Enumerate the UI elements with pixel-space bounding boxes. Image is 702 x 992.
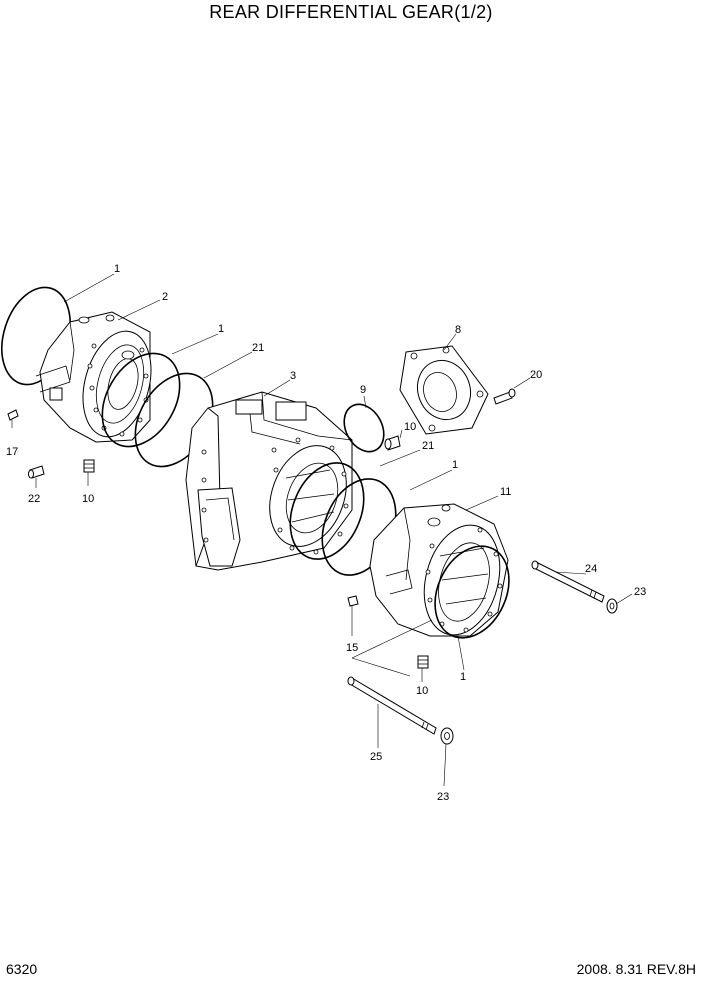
callout-label: 23 <box>437 791 449 803</box>
callout-label: 9 <box>360 384 366 396</box>
callout-label: 22 <box>28 493 40 505</box>
plug-10-left <box>83 459 95 473</box>
cover-plate <box>399 345 489 435</box>
plug-22 <box>28 465 45 479</box>
o-ring-right-inner <box>289 462 365 560</box>
callout-label: 2 <box>162 291 168 303</box>
callout-label: 1 <box>218 323 224 335</box>
page-title: REAR DIFFERENTIAL GEAR(1/2) <box>209 2 493 22</box>
callout-label: 15 <box>346 642 358 654</box>
bolt-cover <box>493 388 516 405</box>
stud-upper <box>531 560 605 603</box>
stud-lower <box>347 676 437 735</box>
center-housing <box>185 391 353 571</box>
callout-label: 21 <box>252 342 264 354</box>
callout-label: 10 <box>82 493 94 505</box>
callout-label: 3 <box>290 370 296 382</box>
plug-17 <box>7 409 19 421</box>
callout-label: 1 <box>114 263 120 275</box>
callout-label: 10 <box>416 685 428 697</box>
callout-label: 8 <box>455 324 461 336</box>
nut-upper <box>606 598 618 614</box>
plug-bottom <box>417 655 429 669</box>
o-ring-cover <box>343 403 385 453</box>
callout-label: 24 <box>585 563 597 575</box>
nut-lower <box>440 727 454 745</box>
o-ring-right-outer <box>434 545 510 639</box>
o-ring-left-inner <box>101 352 181 448</box>
callout-label: 11 <box>500 486 511 498</box>
page-number: 6320 <box>6 961 38 977</box>
callout-label: 25 <box>370 751 382 763</box>
callout-label: 1 <box>460 671 466 683</box>
left-housing <box>35 311 152 443</box>
plug-cover <box>384 435 401 451</box>
callout-label: 23 <box>634 586 646 598</box>
callout-label: 20 <box>530 369 542 381</box>
leader-lines <box>11 273 633 787</box>
callout-label: 17 <box>6 446 18 458</box>
revision-date: 2008. 8.31 REV.8H <box>576 961 696 977</box>
plug-small <box>347 595 359 607</box>
callout-label: 1 <box>452 459 458 471</box>
callout-label: 10 <box>404 421 416 433</box>
right-housing <box>369 503 509 637</box>
callout-label: 21 <box>422 440 434 452</box>
